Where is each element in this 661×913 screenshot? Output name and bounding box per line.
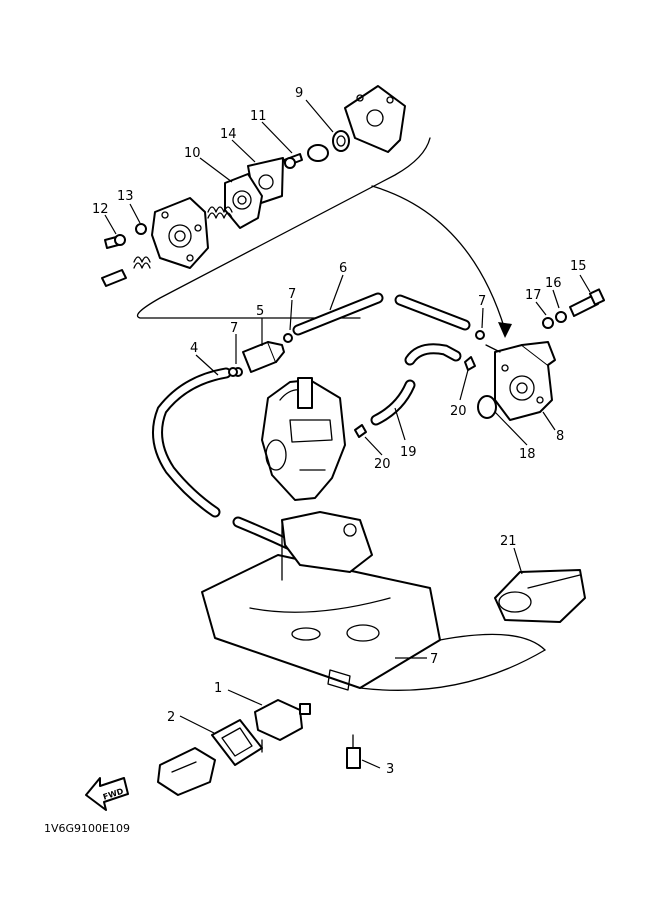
hose-19 <box>370 343 462 426</box>
callout-5: 5 <box>256 304 264 319</box>
callout-14: 14 <box>220 127 237 142</box>
pump-detail-inset <box>136 137 512 338</box>
tank-bracket <box>281 511 373 581</box>
fuel-filter-part <box>233 341 285 377</box>
pump-cover <box>344 85 406 153</box>
fuel-cock-gasket <box>211 719 263 766</box>
callout-6: 6 <box>339 261 347 276</box>
tank-cushion-part <box>494 569 586 623</box>
callout-11: 11 <box>250 109 267 124</box>
callout-labels: 1 2 3 4 5 6 7 7 7 7 8 9 10 11 12 13 14 1… <box>92 86 587 777</box>
callout-15: 15 <box>570 259 587 274</box>
hose-6 <box>292 292 471 336</box>
spring-part <box>133 206 233 269</box>
drawing-code: 1V6G9100E109 <box>44 822 130 835</box>
callout-7-upper: 7 <box>288 287 296 302</box>
callout-20-carb: 20 <box>374 457 391 472</box>
callout-leaders <box>104 99 591 769</box>
callout-9: 9 <box>295 86 303 101</box>
screw-part <box>283 144 329 169</box>
callout-12: 12 <box>92 202 109 217</box>
callout-10: 10 <box>184 146 201 161</box>
drain-screw-part <box>346 734 361 769</box>
pump-bolt-part <box>569 288 606 317</box>
callout-4: 4 <box>190 341 198 356</box>
fuel-pump-assembly <box>485 341 556 421</box>
callout-1: 1 <box>214 681 222 696</box>
callout-8: 8 <box>556 429 564 444</box>
plunger-part <box>101 269 127 287</box>
o-ring-part <box>477 395 497 419</box>
carburetor <box>261 377 346 501</box>
callout-17: 17 <box>525 288 542 303</box>
callout-18: 18 <box>519 447 536 462</box>
check-valve-part <box>332 130 350 152</box>
callout-7-tank: 7 <box>430 652 438 667</box>
fuel-cock-knob <box>157 747 216 796</box>
callout-2: 2 <box>167 710 175 725</box>
callout-7-pump: 7 <box>478 294 486 309</box>
small-screw-part <box>104 234 126 249</box>
pump-washer-part <box>542 311 567 329</box>
washer-part <box>135 223 147 235</box>
fuel-cock-part <box>254 699 311 753</box>
callout-21: 21 <box>500 534 517 549</box>
callout-19: 19 <box>400 445 417 460</box>
cowling-outline <box>359 633 546 691</box>
callout-7-filter: 7 <box>230 321 238 336</box>
callout-13: 13 <box>117 189 134 204</box>
callout-16: 16 <box>545 276 562 291</box>
forward-direction-arrow: FWD <box>85 777 129 811</box>
callout-20-pump: 20 <box>450 404 467 419</box>
fuel-tank <box>201 554 441 691</box>
callout-3: 3 <box>386 762 394 777</box>
pump-base <box>151 197 209 269</box>
